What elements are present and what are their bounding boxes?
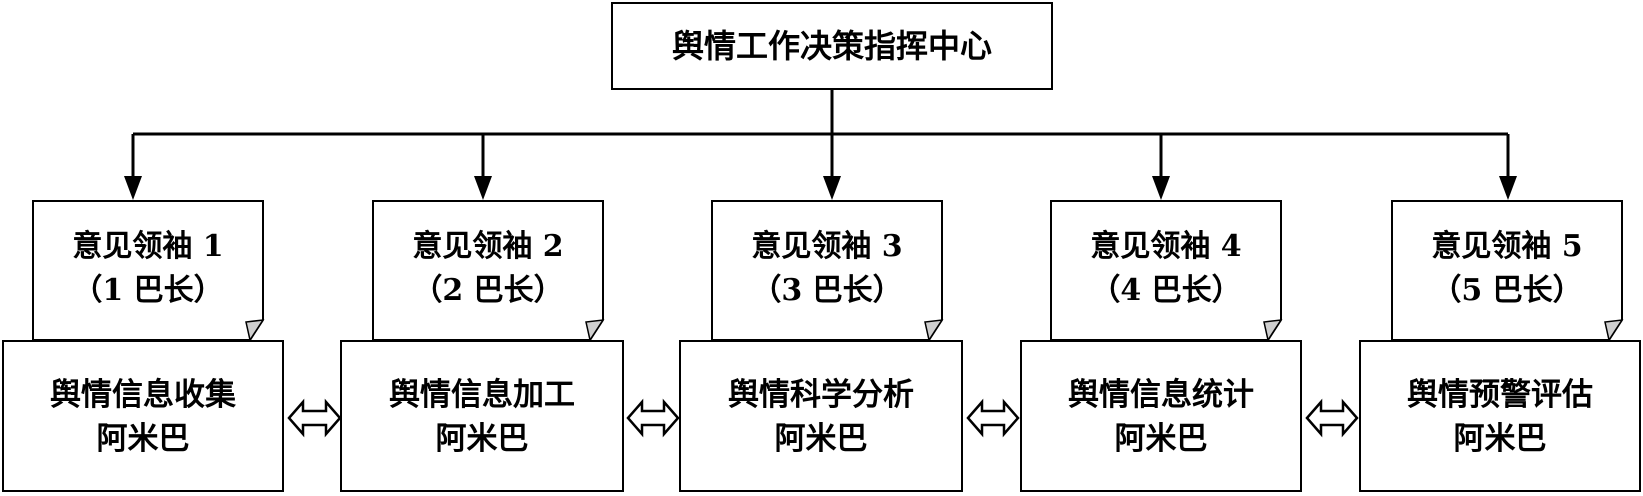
double-arrow-1-2	[287, 398, 342, 438]
leader-label-3: 意见领袖 3 （3 巴长）	[712, 225, 942, 313]
leader-label-2: 意见领袖 2 （2 巴长）	[373, 225, 603, 313]
leader-note-4	[1050, 200, 1283, 342]
leader-note-3	[711, 200, 944, 342]
fold-icon	[1263, 319, 1283, 342]
leader-title: 意见领袖 5	[1431, 229, 1583, 264]
leader-label-5: 意见领袖 5 （5 巴长）	[1392, 225, 1622, 313]
leader-subtitle: （5 巴长）	[1431, 273, 1583, 308]
fold-icon	[245, 319, 265, 342]
unit-label-4: 舆情信息统计 阿米巴	[1021, 373, 1301, 461]
leader-title: 意见领袖 1	[72, 229, 224, 264]
unit-box-5	[1359, 340, 1641, 492]
leader-subtitle: （2 巴长）	[412, 273, 564, 308]
arrowhead-4	[1152, 176, 1170, 200]
unit-name: 舆情信息统计	[1068, 377, 1254, 413]
fold-icon	[924, 319, 944, 342]
double-arrow-3-4	[966, 398, 1020, 438]
leader-subtitle: （1 巴长）	[72, 273, 224, 308]
leader-title: 意见领袖 3	[751, 229, 903, 264]
command-center-label: 舆情工作决策指挥中心	[671, 27, 992, 65]
leader-notes	[32, 200, 1624, 342]
unit-label-2: 舆情信息加工 阿米巴	[341, 373, 623, 461]
branch-arrows	[124, 134, 1517, 200]
unit-type: 阿米巴	[774, 421, 868, 457]
arrowhead-5	[1499, 176, 1517, 200]
unit-box-1	[2, 340, 284, 492]
fold-icon	[585, 319, 605, 342]
bidirectional-arrows	[287, 398, 1359, 438]
leader-label-4: 意见领袖 4 （4 巴长）	[1051, 225, 1281, 313]
command-center-box	[611, 2, 1053, 90]
unit-name: 舆情信息收集	[50, 377, 236, 413]
double-arrow-2-3	[626, 398, 680, 438]
leader-note-2	[372, 200, 605, 342]
leader-label-1: 意见领袖 1 （1 巴长）	[33, 225, 263, 313]
unit-boxes	[2, 340, 1641, 492]
leader-title: 意见领袖 4	[1090, 229, 1242, 264]
unit-name: 舆情预警评估	[1407, 377, 1593, 413]
unit-label-5: 舆情预警评估 阿米巴	[1360, 373, 1640, 461]
leader-note-5	[1391, 200, 1624, 342]
unit-name: 舆情科学分析	[728, 377, 914, 413]
fold-icon	[1604, 319, 1624, 342]
arrowhead-2	[474, 176, 492, 200]
unit-name: 舆情信息加工	[389, 377, 575, 413]
leader-subtitle: （4 巴长）	[1090, 273, 1242, 308]
unit-label-3: 舆情科学分析 阿米巴	[680, 373, 962, 461]
unit-box-4	[1020, 340, 1302, 492]
arrowhead-3	[823, 176, 841, 200]
arrowhead-1	[124, 176, 142, 200]
leader-note-1	[32, 200, 265, 342]
leader-subtitle: （3 巴长）	[751, 273, 903, 308]
unit-label-1: 舆情信息收集 阿米巴	[3, 373, 283, 461]
unit-box-2	[340, 340, 624, 492]
unit-box-3	[679, 340, 963, 492]
unit-type: 阿米巴	[1453, 421, 1547, 457]
unit-type: 阿米巴	[1114, 421, 1208, 457]
unit-type: 阿米巴	[435, 421, 529, 457]
double-arrow-4-5	[1305, 398, 1359, 438]
leader-title: 意见领袖 2	[412, 229, 564, 264]
unit-type: 阿米巴	[96, 421, 190, 457]
